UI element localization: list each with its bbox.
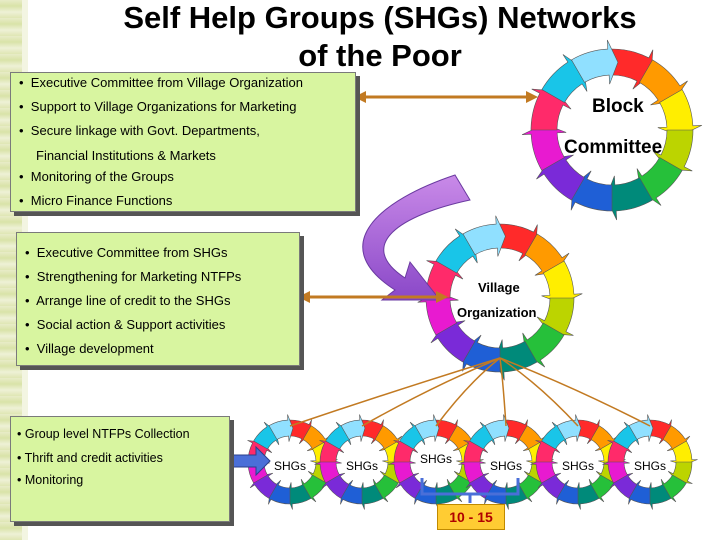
- shg-activities-box: • Group level NTFPs Collection • Thrift …: [10, 416, 230, 522]
- bullet: •: [17, 451, 22, 465]
- connector-line-1: [289, 357, 501, 427]
- bullet: •: [25, 293, 30, 308]
- shg-item-2-text: Thrift and credit activities: [24, 451, 163, 465]
- block-item-5-text: Micro Finance Functions: [30, 193, 173, 208]
- group-bracket: [420, 478, 520, 503]
- curved-arrow-block-to-village: [362, 174, 471, 301]
- cycle-arrow-segment: [414, 414, 440, 442]
- village-item-4: • Social action & Support activities: [25, 317, 225, 332]
- page-title-line2: of the Poor: [298, 38, 462, 73]
- bullet: •: [25, 269, 30, 284]
- block-label-line1: Block: [592, 96, 644, 117]
- block-committee-box: • Executive Committee from Village Organ…: [10, 72, 356, 212]
- bullet: •: [25, 317, 30, 332]
- shg-item-3: • Monitoring: [17, 473, 83, 487]
- connector-line-5: [499, 357, 579, 427]
- village-item-2: • Strengthening for Marketing NTFPs: [25, 269, 241, 284]
- village-label-line1: Village: [478, 280, 520, 295]
- shg-label-5: SHGs: [562, 459, 595, 473]
- bullet: •: [19, 75, 24, 90]
- bullet: •: [17, 473, 22, 487]
- block-item-2: • Support to Village Organizations for M…: [19, 99, 296, 114]
- double-arrow-block: [354, 91, 538, 103]
- village-organization-cycle: [417, 215, 583, 381]
- village-item-1-text: Executive Committee from SHGs: [36, 245, 228, 260]
- village-organization-box: • Executive Committee from SHGs • Streng…: [16, 232, 300, 366]
- connector-line-6: [499, 357, 651, 427]
- bullet: •: [19, 99, 24, 114]
- block-item-1: • Executive Committee from Village Organ…: [19, 75, 303, 90]
- block-item-3: • Secure linkage with Govt. Departments,: [19, 123, 260, 138]
- village-item-4-text: Social action & Support activities: [36, 317, 226, 332]
- shg-label-6: SHGs: [634, 459, 667, 473]
- shg-label-2: SHGs: [346, 459, 379, 473]
- cycle-arrow-segment: [556, 414, 582, 442]
- shg-cycle-6: [602, 414, 698, 510]
- bullet: •: [19, 169, 24, 184]
- cycle-rings: [242, 39, 703, 510]
- shg-label-1: SHGs: [274, 459, 307, 473]
- bullet: •: [19, 193, 24, 208]
- block-item-4-text: Monitoring of the Groups: [30, 169, 174, 184]
- village-item-5: • Village development: [25, 341, 154, 356]
- shg-label-3: SHGs: [420, 452, 453, 466]
- connector-lines: [289, 357, 651, 427]
- shg-item-3-text: Monitoring: [24, 473, 84, 487]
- arrow-shg-box-to-rings: [231, 445, 271, 477]
- shg-item-1-text: Group level NTFPs Collection: [24, 427, 190, 441]
- shg-item-1: • Group level NTFPs Collection: [17, 427, 190, 441]
- cycle-arrow-segment: [484, 414, 510, 442]
- block-item-3-text: Secure linkage with Govt. Departments,: [30, 123, 260, 138]
- shg-item-2: • Thrift and credit activities: [17, 451, 163, 465]
- shg-range-badge: 10 - 15: [437, 504, 505, 530]
- connector-line-2: [361, 357, 501, 427]
- block-committee-cycle: [521, 39, 703, 221]
- connector-line-3: [435, 357, 501, 427]
- page-title-line1: Self Help Groups (SHGs) Networks: [123, 0, 637, 35]
- bullet: •: [25, 341, 30, 356]
- cycle-arrow-segment: [571, 39, 619, 85]
- block-label-line2: Committee: [564, 137, 663, 158]
- bullet: •: [25, 245, 30, 260]
- bullet: •: [17, 427, 22, 441]
- bullet: •: [19, 123, 24, 138]
- village-item-3: • Arrange line of credit to the SHGs: [25, 293, 230, 308]
- connector-line-4: [499, 357, 507, 427]
- block-item-2-text: Support to Village Organizations for Mar…: [30, 99, 297, 114]
- cycle-arrow-segment: [268, 414, 294, 442]
- double-arrow-village: [298, 291, 448, 303]
- cycle-arrow-segment: [340, 414, 366, 442]
- village-item-5-text: Village development: [36, 341, 154, 356]
- village-item-3-text: Arrange line of credit to the SHGs: [36, 293, 231, 308]
- shg-label-4: SHGs: [490, 459, 523, 473]
- cycle-arrow-segment: [628, 414, 654, 442]
- block-item-1-text: Executive Committee from Village Organiz…: [30, 75, 303, 90]
- village-label-line2: Organization: [457, 305, 537, 320]
- village-item-2-text: Strengthening for Marketing NTFPs: [36, 269, 242, 284]
- block-item-5: • Micro Finance Functions: [19, 193, 172, 208]
- village-item-1: • Executive Committee from SHGs: [25, 245, 228, 260]
- block-item-4: • Monitoring of the Groups: [19, 169, 174, 184]
- block-item-3-continued: Financial Institutions & Markets: [36, 148, 216, 163]
- cycle-arrow-segment: [462, 215, 506, 257]
